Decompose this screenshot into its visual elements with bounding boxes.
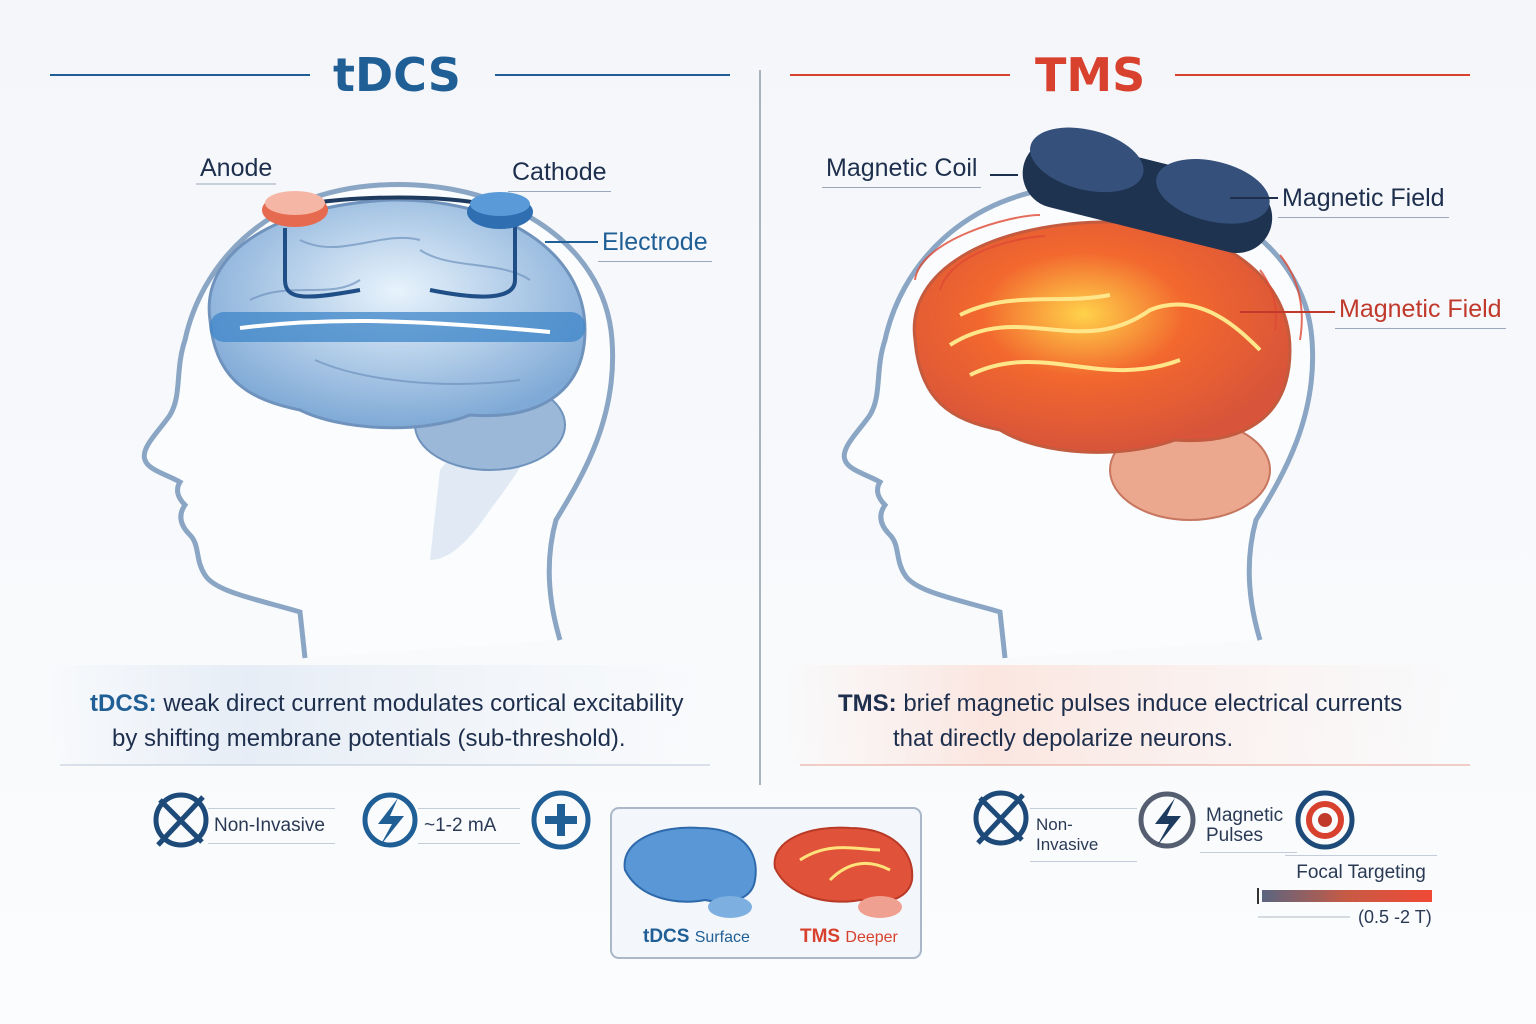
tms-caption: TMS: brief magnetic pulses induce electr… — [838, 686, 1402, 756]
magnetic-field-label-2: Magnetic Field — [1335, 295, 1506, 329]
feature-magnetic-pulses: Magnetic Pulses — [1200, 800, 1297, 853]
tdcs-caption-band — [40, 665, 730, 765]
feature-focal-targeting: Focal Targeting — [1285, 855, 1437, 890]
caption-line: weak direct current modulates cortical e… — [163, 690, 684, 717]
electrode-label: Electrode — [598, 228, 712, 262]
comparison-brains — [623, 826, 914, 918]
tdcs-head — [141, 181, 616, 659]
field-strength-scale — [1257, 888, 1432, 918]
caption-line: by shifting membrane potentials (sub-thr… — [112, 725, 626, 752]
tdcs-lead: tDCS — [643, 926, 690, 947]
magnetic-field-label: Magnetic Field — [1278, 184, 1449, 218]
deeper-word: Deeper — [845, 929, 898, 946]
caption-lead: TMS: — [838, 690, 897, 717]
tms-head — [841, 127, 1335, 659]
feature-current: ~1-2 mA — [418, 808, 520, 844]
anode-label: Anode — [200, 154, 273, 182]
tdcs-caption: tDCS: weak direct current modulates cort… — [90, 686, 684, 756]
tms-lead: TMS — [800, 926, 841, 947]
feature-non-invasive: Non-Invasive — [1030, 808, 1137, 862]
caption-line: brief magnetic pulses induce electrical … — [903, 690, 1403, 717]
magnetic-coil-label: Magnetic Coil — [822, 154, 982, 188]
magnetic-coil — [1022, 127, 1273, 253]
tdcs-surface-label: tDCS Surface — [643, 926, 750, 948]
field-strength-label: (0.5 -2 T) — [1358, 907, 1432, 927]
caption-lead: tDCS: — [90, 690, 157, 717]
feature-non-invasive: Non-Invasive — [208, 808, 335, 844]
tms-caption-band — [780, 665, 1480, 765]
cathode-label: Cathode — [508, 158, 611, 192]
title-rules — [50, 70, 1470, 785]
tdcs-title: tDCS — [333, 48, 461, 102]
tms-title: TMS — [1035, 48, 1146, 102]
tms-deeper-label: TMS Deeper — [800, 926, 898, 948]
caption-line: that directly depolarize neurons. — [893, 725, 1234, 752]
feature-icons — [153, 790, 1355, 850]
surface-word: Surface — [694, 929, 750, 946]
